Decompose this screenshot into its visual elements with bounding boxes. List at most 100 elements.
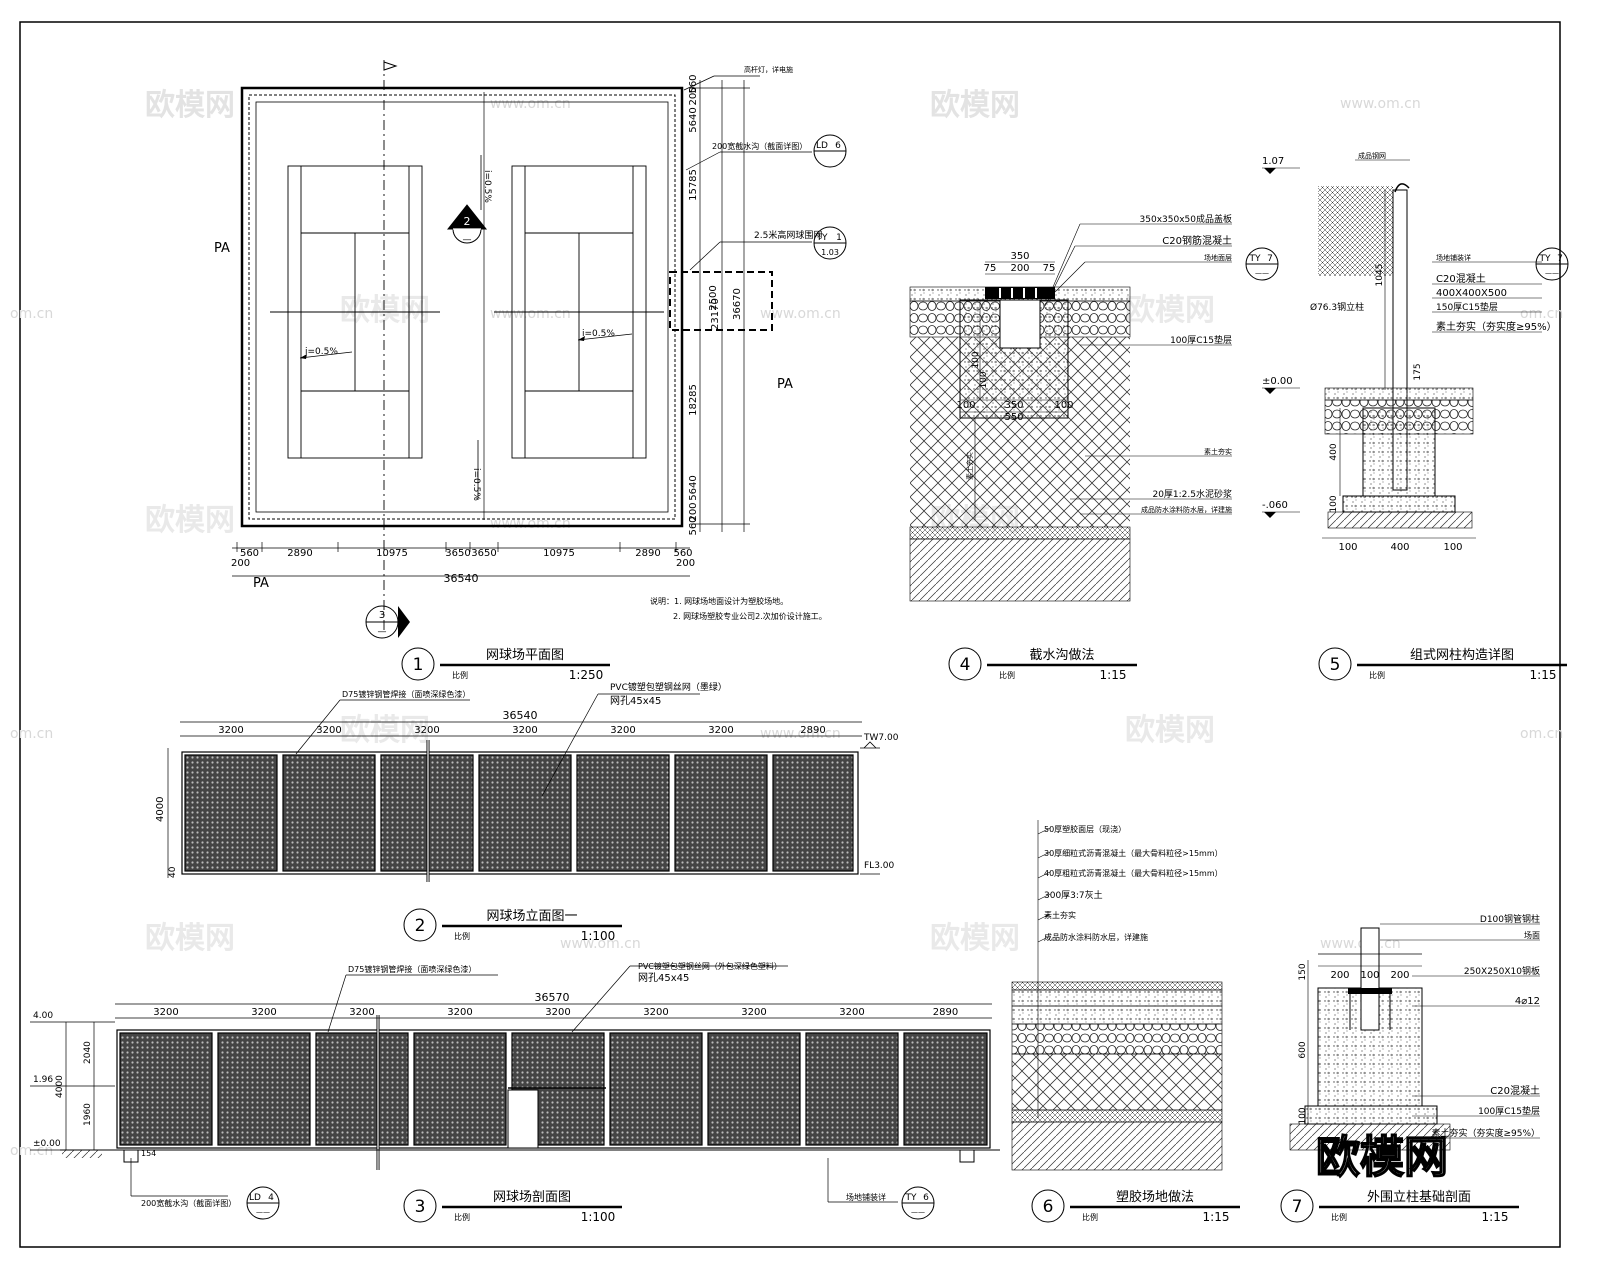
- elevation-level-bottom: FL3.00: [864, 861, 895, 871]
- section-marker-dash: —: [463, 235, 472, 245]
- tag-mesh: 网孔45x45: [610, 695, 661, 707]
- dim-text: 100: [971, 351, 981, 368]
- drain-label: 100厚C15垫层: [1170, 334, 1232, 346]
- section-total: 36570: [535, 991, 570, 1004]
- ref-code: TY: [1539, 254, 1551, 264]
- title-circle: [1318, 647, 1352, 681]
- post-labels: 成品钢网场地铺装详C20混凝土400X400X500150厚C15垫层素土夯实（…: [1355, 151, 1557, 333]
- title-text: 塑胶场地做法: [1116, 1189, 1194, 1205]
- ref-sheet: 4: [268, 1193, 274, 1203]
- drain-cover-grate: [985, 287, 1055, 299]
- title-scale: 1:15: [1530, 668, 1557, 682]
- level-marker-icon: [1264, 388, 1276, 394]
- brand-logo: 欧模网: [1316, 1132, 1448, 1183]
- title-number: 1: [413, 655, 424, 675]
- post-level: -.060: [1262, 500, 1288, 511]
- plan-inner-edge: [248, 94, 676, 520]
- rubber-court-labels: 50厚塑胶面层（现浇）30厚细粒式沥青混凝土（最大骨料粒径>15mm）40厚粗粒…: [1037, 824, 1223, 943]
- rubber-label: 30厚细粒式沥青混凝土（最大骨料粒径>15mm）: [1044, 848, 1223, 858]
- leader-line: [1049, 223, 1081, 295]
- post-footing: [1362, 407, 1436, 497]
- dim-text: 200: [1010, 263, 1029, 274]
- leader-line: [683, 75, 715, 91]
- dim-text: 200: [1330, 970, 1349, 981]
- ref-code: TY: [1249, 254, 1261, 264]
- title-scale: 1:15: [1203, 1210, 1230, 1224]
- watermark-url: www.om.cn: [490, 306, 571, 322]
- detail-5-post-detail: 成品钢网场地铺装详C20混凝土400X400X500150厚C15垫层素土夯实（…: [1262, 151, 1569, 553]
- title-scale-label: 比例: [999, 670, 1015, 680]
- dim-bay: 2890: [933, 1007, 958, 1018]
- title-scale: 1:15: [1482, 1210, 1509, 1224]
- slope-arrow-right: i=0.5%: [577, 329, 633, 341]
- section-gate-opening: [507, 1089, 539, 1149]
- ref-page: ——: [1255, 269, 1269, 277]
- post-pipe-label: Ø76.3钢立柱: [1310, 301, 1364, 313]
- drain-dim-lines: [960, 261, 1068, 520]
- watermark-text: 欧模网: [145, 88, 235, 123]
- foundation-label: C20混凝土: [1490, 1084, 1540, 1097]
- foundation-label: D100钢管钢柱: [1480, 913, 1540, 925]
- title-text: 组式网柱构造详图: [1410, 648, 1514, 663]
- title-number: 2: [415, 916, 426, 936]
- section-marker-3: 3 —: [365, 605, 410, 639]
- foundation-label: 4⌀12: [1515, 996, 1540, 1007]
- title-scale-label: 比例: [1331, 1212, 1347, 1222]
- dim-text: 550: [1004, 412, 1023, 423]
- tag-net: PVC镀塑包塑钢丝网（墨绿）: [610, 681, 727, 693]
- ref-sheet: 6: [835, 141, 841, 151]
- fence-panel: [478, 754, 572, 872]
- title-scale: 1:100: [581, 1210, 616, 1224]
- foundation-label: 素土夯实（夯实度≥95%）: [1431, 1127, 1540, 1139]
- title-scale: 1:100: [581, 929, 616, 943]
- dim-bottom: 3650: [471, 548, 496, 559]
- title-circle: [1280, 1189, 1314, 1223]
- section-height: 4000: [55, 1075, 65, 1098]
- foundation-labels: D100钢管钢柱场面250X250X10钢板4⌀12C20混凝土100厚C15垫…: [1380, 913, 1540, 1139]
- dim-right: 5640: [688, 107, 699, 132]
- title-circle: [1031, 1189, 1065, 1223]
- plan-bottom-dimensions: [232, 547, 690, 577]
- sheet-border: [19, 21, 1561, 1248]
- tag-post: D75镀锌钢管焊接（面喷深绿色漆）: [342, 689, 470, 699]
- dim-bay: 3200: [251, 1007, 276, 1018]
- section-height: 1960: [83, 1103, 93, 1126]
- section-panels: [119, 1032, 988, 1146]
- dim-text: 600: [1298, 1041, 1308, 1058]
- rubber-label: 素土夯实: [1044, 910, 1076, 920]
- dim-bay: 3200: [643, 1007, 668, 1018]
- dim-text: 150: [1298, 963, 1308, 980]
- section-dim-lines: [30, 1003, 992, 1151]
- dim-bottom: 10975: [376, 548, 408, 559]
- slope-text: i=0.5%: [305, 347, 338, 357]
- dim-right: 18285: [688, 384, 699, 416]
- fence-panel: [282, 754, 376, 872]
- title-circle: [403, 1189, 437, 1223]
- watermark-url: om.cn: [10, 306, 53, 322]
- watermark-url: www.om.cn: [760, 726, 841, 742]
- tag-post: D75镀锌钢管焊接（面喷深绿色漆）: [348, 964, 476, 974]
- title-number: 7: [1292, 1197, 1303, 1217]
- dim-text: 200: [1390, 970, 1409, 981]
- leader-line: [327, 974, 347, 1033]
- title-text: 外围立柱基础剖面: [1367, 1190, 1471, 1205]
- rubber-label: 300厚3:7灰土: [1044, 889, 1103, 901]
- elevation-dim-lines: [167, 721, 880, 878]
- leader-line: [1037, 913, 1051, 921]
- leader-line: [295, 699, 341, 755]
- leader-line: [689, 241, 721, 271]
- title-text: 网球场平面图: [486, 648, 564, 663]
- dim-right-total: 36670: [732, 288, 743, 320]
- section-ground: [60, 1149, 1000, 1163]
- foundation-dim-lines: [1307, 960, 1422, 1124]
- watermark-text: 欧模网: [145, 503, 235, 538]
- dim-text: 175: [1413, 363, 1423, 380]
- ref-bubble-ty6: TY 6 ——: [901, 1186, 935, 1220]
- drain-side-label: 素土夯实: [965, 452, 974, 480]
- dim-right: 200: [688, 86, 699, 105]
- title-number: 3: [415, 1197, 426, 1217]
